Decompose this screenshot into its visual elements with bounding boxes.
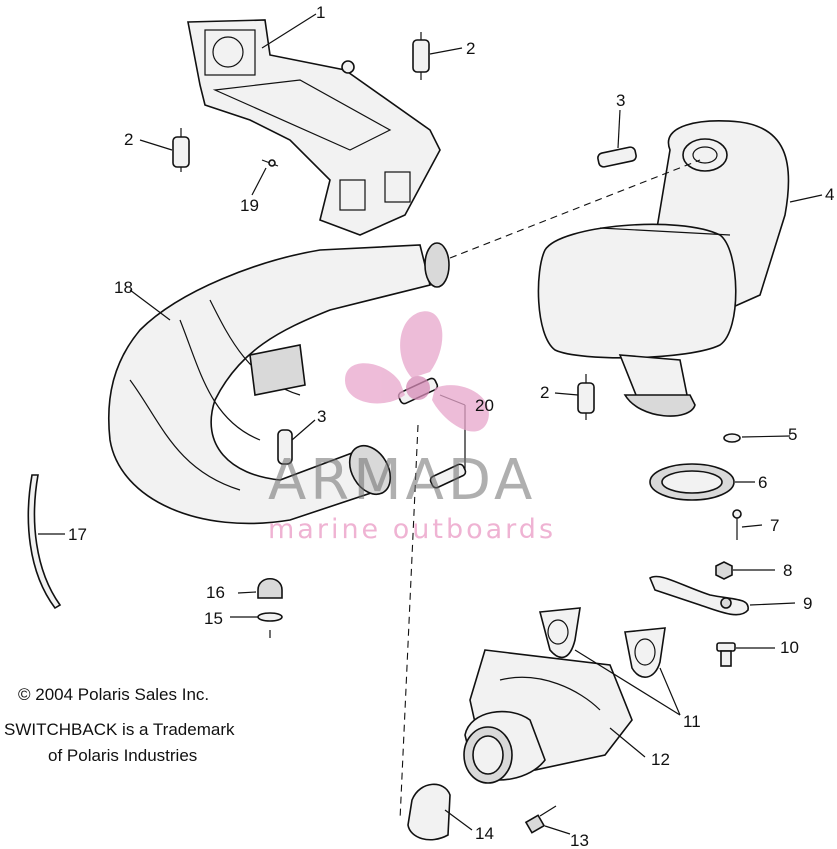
part-15-washer (257, 612, 283, 638)
part-11-gaskets (538, 607, 666, 678)
callout-19: 19 (240, 196, 259, 215)
callout-10: 10 (780, 638, 799, 657)
callout-5: 5 (788, 425, 798, 444)
callout-12: 12 (651, 750, 670, 769)
part-4-silencer (537, 120, 790, 417)
part-6-gasket (649, 463, 735, 501)
assembly-line-lower (399, 424, 419, 821)
callout-9: 9 (803, 594, 813, 613)
callout-3-upper: 3 (616, 91, 626, 110)
part-2-tube-left (172, 128, 190, 172)
part-12-exhaust-manifold (463, 649, 633, 784)
trademark-line-1: SWITCHBACK is a Trademark (4, 720, 235, 739)
part-5-washer (723, 433, 741, 443)
callout-1: 1 (316, 3, 326, 22)
callout-6: 6 (758, 473, 768, 492)
part-1-mounting-bracket (187, 19, 441, 236)
callout-7: 7 (770, 516, 780, 535)
trademark-line-2: of Polaris Industries (48, 746, 198, 765)
part-3-spring-upper (597, 146, 637, 168)
callout-16: 16 (206, 583, 225, 602)
callout-11: 11 (683, 712, 701, 731)
part-8-nut (715, 561, 733, 580)
callout-17: 17 (68, 525, 87, 544)
callout-2-left: 2 (124, 130, 134, 149)
part-2-tube-upper (412, 32, 430, 80)
part-18-expansion-chamber (107, 242, 450, 525)
callout-2-right: 2 (540, 383, 550, 402)
copyright-text: © 2004 Polaris Sales Inc. (18, 685, 210, 704)
part-10-bolt (716, 642, 736, 667)
callout-20: 20 (475, 396, 494, 415)
part-19-pin (261, 159, 279, 167)
watermark-brand: ARMADA (268, 448, 537, 513)
part-13-bolt (524, 805, 557, 834)
part-3-spring-lower (277, 429, 293, 465)
part-17-strap (27, 474, 62, 610)
part-2-tube-right (577, 374, 595, 420)
callout-14: 14 (475, 824, 494, 843)
callout-18: 18 (114, 278, 133, 297)
callout-15: 15 (204, 609, 223, 628)
part-16-grommet (257, 577, 283, 599)
part-14-cap (407, 783, 451, 841)
callout-8: 8 (783, 561, 793, 580)
part-9-bracket (648, 575, 749, 616)
callout-13: 13 (570, 831, 589, 849)
propeller-icon (345, 311, 489, 432)
watermark-tagline: marine outboards (268, 514, 557, 545)
part-7-screw (732, 509, 742, 540)
callout-3-lower: 3 (317, 407, 327, 426)
callout-2-upper: 2 (466, 39, 476, 58)
assembly-line-upper (449, 159, 701, 259)
callout-4: 4 (825, 185, 835, 204)
